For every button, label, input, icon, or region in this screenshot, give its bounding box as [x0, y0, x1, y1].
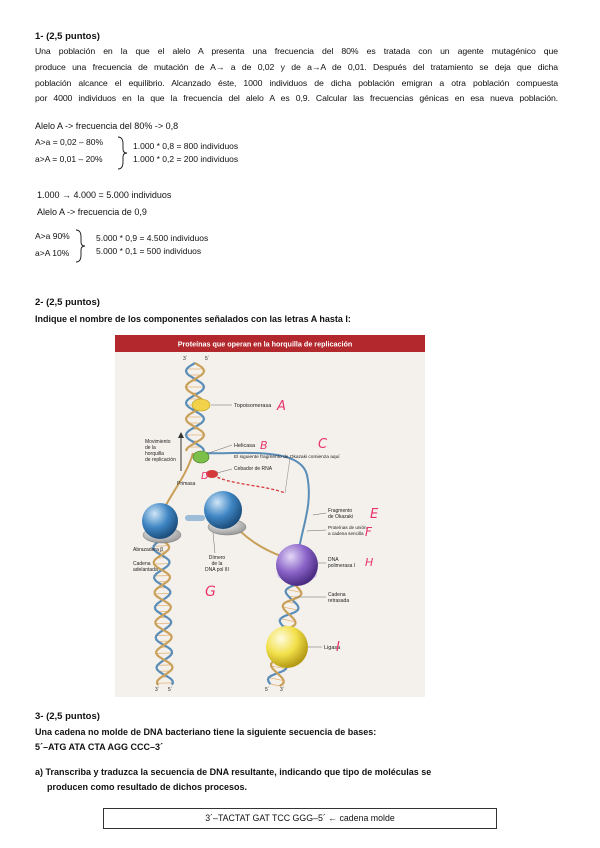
label-primer: Cebador de RNA [234, 466, 273, 472]
handwritten-letter: I [336, 640, 340, 655]
answer-line: Alelo A -> frecuencia del 80% -> 0,8 [35, 121, 179, 131]
handwritten-letter: A [276, 399, 286, 414]
handwritten-letter: F [365, 525, 373, 539]
answer-line: A>a 90% [35, 231, 70, 241]
answer-line: 5.000 * 0,9 = 4.500 individuos [96, 233, 209, 243]
label-okazaki-fragment: de Okazaki [328, 514, 353, 520]
ligase-shape [266, 626, 308, 668]
handwritten-letter: H [365, 556, 373, 569]
dna-backbone-strand [152, 539, 174, 686]
leader-line [216, 468, 233, 474]
q3-part-a: a) Transcriba y traduzca la secuencia de… [35, 767, 432, 777]
dna-backbone-strand [152, 539, 175, 686]
q1-text-line: produce una frecuencia de mutación de A→… [35, 62, 558, 72]
answer-line: Alelo A -> frecuencia de 0,9 [37, 207, 147, 217]
base-pair-rung [282, 606, 298, 611]
label-movement: Movimiento [145, 439, 171, 445]
q1-text-line: por 4000 individuos en la que la frecuen… [35, 93, 558, 103]
label-leading: adelantada [133, 567, 158, 573]
answer-line: 5.000 * 0,1 = 500 individuos [96, 246, 202, 256]
label-lagging: retrasada [328, 598, 349, 604]
helicase-shape [192, 450, 210, 464]
base-pair-rung [286, 588, 302, 593]
leader-line [212, 532, 216, 554]
strand-end-label: 3´ [280, 687, 285, 693]
q1-text-line: población alcance el equilibrio. Alcanza… [35, 78, 558, 88]
strand-end-label: 3´ [183, 356, 188, 362]
q2-instruction: Indique el nombre de los componentes señ… [35, 314, 351, 324]
label-ssb: Proteínas de unión [328, 525, 367, 530]
label-movement: de replicación [145, 457, 176, 463]
label-dimer: DNA pol III [205, 567, 229, 573]
dna-pol-i-shape [276, 544, 318, 586]
label-movement: de la [145, 445, 156, 451]
base-pair-rung [270, 683, 280, 687]
topoisomerase-shape [191, 398, 211, 412]
answer-line: a>A = 0,01 – 20% [35, 154, 103, 164]
q3-part-a: producen como resultado de dichos proces… [47, 782, 248, 792]
base-pair-rung [268, 677, 284, 682]
label-okazaki-fragment: Fragmento [328, 508, 352, 514]
leader-line [284, 457, 291, 494]
leader-line [306, 529, 327, 532]
label-ssb: a cadena sencilla [328, 531, 364, 536]
pol-iii-dimer-link [185, 515, 205, 521]
q3-sequence: 5´–ATG ATA CTA AGG CCC–3´ [35, 742, 163, 752]
answer-box: 3´–TACTAT GAT TCC GGG–5´ ← cadena molde [103, 808, 497, 829]
label-ligase: Ligasa [324, 645, 341, 651]
dna-pol-iii-core-left [142, 503, 178, 539]
curly-brace [117, 136, 128, 170]
rna-primer-strand [212, 474, 286, 494]
label-primase: Primasa [177, 481, 196, 487]
q3-heading: 3- (2,5 puntos) [35, 711, 100, 722]
figure-title: Proteínas que operan en la horquilla de … [178, 340, 353, 349]
answer-line: 1.000 * 0,2 = 200 individuos [133, 154, 239, 164]
strand-end-label: 5´ [168, 687, 173, 693]
dna-pol-iii-core-right [204, 491, 242, 529]
base-pair-rung [280, 618, 296, 623]
handwritten-letter: C [318, 437, 328, 452]
handwritten-letter: E [370, 507, 379, 522]
label-okazaki-next: El siguiente fragmento de Okazaki comien… [234, 454, 340, 460]
lagging-template-loop [198, 451, 310, 550]
label-clamp: Abrazadera β [133, 547, 163, 553]
label-movement: horquilla [145, 451, 164, 457]
curly-brace [75, 229, 86, 263]
label-leading: Cadena [133, 561, 151, 567]
replication-fork-figure: Proteínas que operan en la horquilla de … [115, 335, 425, 697]
strand-end-label: 5´ [265, 687, 270, 693]
leader-line [208, 444, 233, 454]
leader-line [312, 512, 327, 516]
label-dimer: Dímero [209, 555, 226, 561]
strand-end-label: 3´ [155, 687, 160, 693]
handwritten-letter: D [201, 471, 209, 482]
handwritten-letter: G [205, 584, 216, 600]
label-dimer: de la [212, 561, 223, 567]
answer-line: 1.000 → 4.000 = 5.000 individuos [37, 190, 172, 200]
answer-line: A>a = 0,02 – 80% [35, 137, 104, 147]
q2-heading: 2- (2,5 puntos) [35, 297, 100, 308]
primase-shape [206, 470, 218, 478]
q3-statement: Una cadena no molde de DNA bacteriano ti… [35, 727, 377, 737]
q1-heading: 1- (2,5 puntos) [35, 31, 100, 42]
figure-header-bar [115, 335, 425, 352]
label-helicase: Helicasa [234, 443, 256, 449]
dna-backbone-strand [184, 362, 206, 452]
label-topoisomerase: Topoisomerasa [234, 403, 272, 409]
label-lagging: Cadena [328, 592, 346, 598]
handwritten-letter: B [260, 439, 268, 452]
answer-line: 1.000 * 0,8 = 800 individuos [133, 141, 239, 151]
base-pair-rung [270, 665, 287, 670]
label-pol1: DNA [328, 557, 339, 563]
q1-text-line: Una población en la que el alelo A prese… [35, 46, 558, 56]
strand-end-label: 5´ [205, 356, 210, 362]
answer-line: a>A 10% [35, 248, 70, 258]
label-pol1: polimerasa I [328, 563, 355, 569]
